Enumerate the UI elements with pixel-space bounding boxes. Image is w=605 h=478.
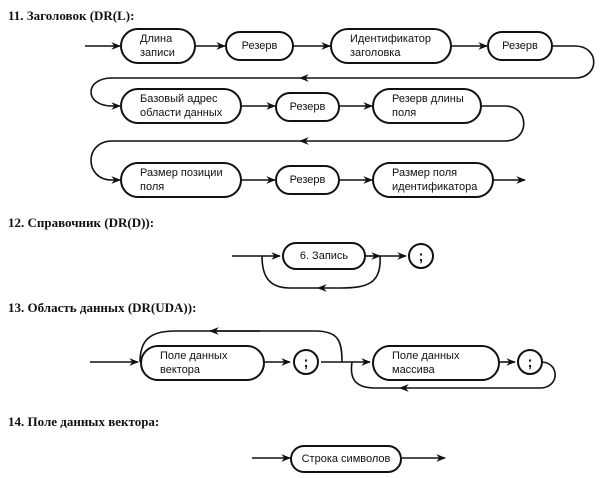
- connector: [299, 45, 595, 82]
- node-label: Резерв: [289, 174, 326, 186]
- node-character-string: Строка символов: [290, 445, 402, 473]
- connector: [90, 77, 300, 110]
- node-record-length: Длина записи: [120, 28, 196, 64]
- node-label: Резерв длины поля: [392, 93, 464, 119]
- node-label: Резерв: [241, 40, 278, 52]
- node-label: Идентификатор заголовка: [350, 33, 431, 59]
- node-identifier-field-size: Размер поля идентификатора: [372, 162, 494, 198]
- node-reserve-1: Резерв: [225, 31, 294, 61]
- connector: [261, 255, 318, 289]
- terminal-semicolon: ;: [408, 243, 434, 269]
- node-record: 6. Запись: [282, 242, 366, 270]
- section-heading-vector-data-field: 14. Поле данных вектора:: [8, 414, 160, 429]
- node-label: Длина записи: [140, 33, 175, 59]
- terminal-semicolon: ;: [517, 349, 543, 375]
- connector: [317, 255, 381, 292]
- node-field-length-reserve: Резерв длины поля: [372, 88, 482, 124]
- node-reserve-3: Резерв: [275, 92, 340, 122]
- connector: [90, 140, 300, 184]
- node-label: Поле данных вектора: [160, 350, 228, 376]
- node-label: Поле данных массива: [392, 350, 460, 376]
- section-heading-directory: 12. Справочник (DR(D)):: [8, 215, 155, 230]
- node-array-data-field: Поле данных массива: [372, 345, 500, 381]
- node-label: Размер позиции поля: [140, 167, 223, 193]
- node-data-area-base-address: Базовый адрес области данных: [120, 88, 242, 124]
- node-label: Строка символов: [301, 453, 391, 465]
- node-reserve-2: Резерв: [487, 31, 553, 61]
- section-heading-data-area: 13. Область данных (DR(UDA)):: [8, 300, 197, 315]
- node-reserve-4: Резерв: [275, 165, 340, 195]
- connector: [350, 361, 400, 389]
- node-label: Резерв: [289, 101, 326, 113]
- connector: [399, 361, 556, 392]
- node-vector-data-field: Поле данных вектора: [140, 345, 265, 381]
- node-label: 6. Запись: [299, 250, 349, 262]
- node-field-position-size: Размер позиции поля: [120, 162, 242, 198]
- node-label: Размер поля идентификатора: [392, 167, 478, 193]
- section-heading-header: 11. Заголовок (DR(L):: [8, 8, 135, 23]
- connector: [299, 105, 525, 145]
- terminal-semicolon: ;: [293, 349, 319, 375]
- node-header-identifier: Идентификатор заголовка: [330, 28, 452, 64]
- node-label: Резерв: [502, 40, 538, 52]
- node-label: Базовый адрес области данных: [140, 93, 223, 119]
